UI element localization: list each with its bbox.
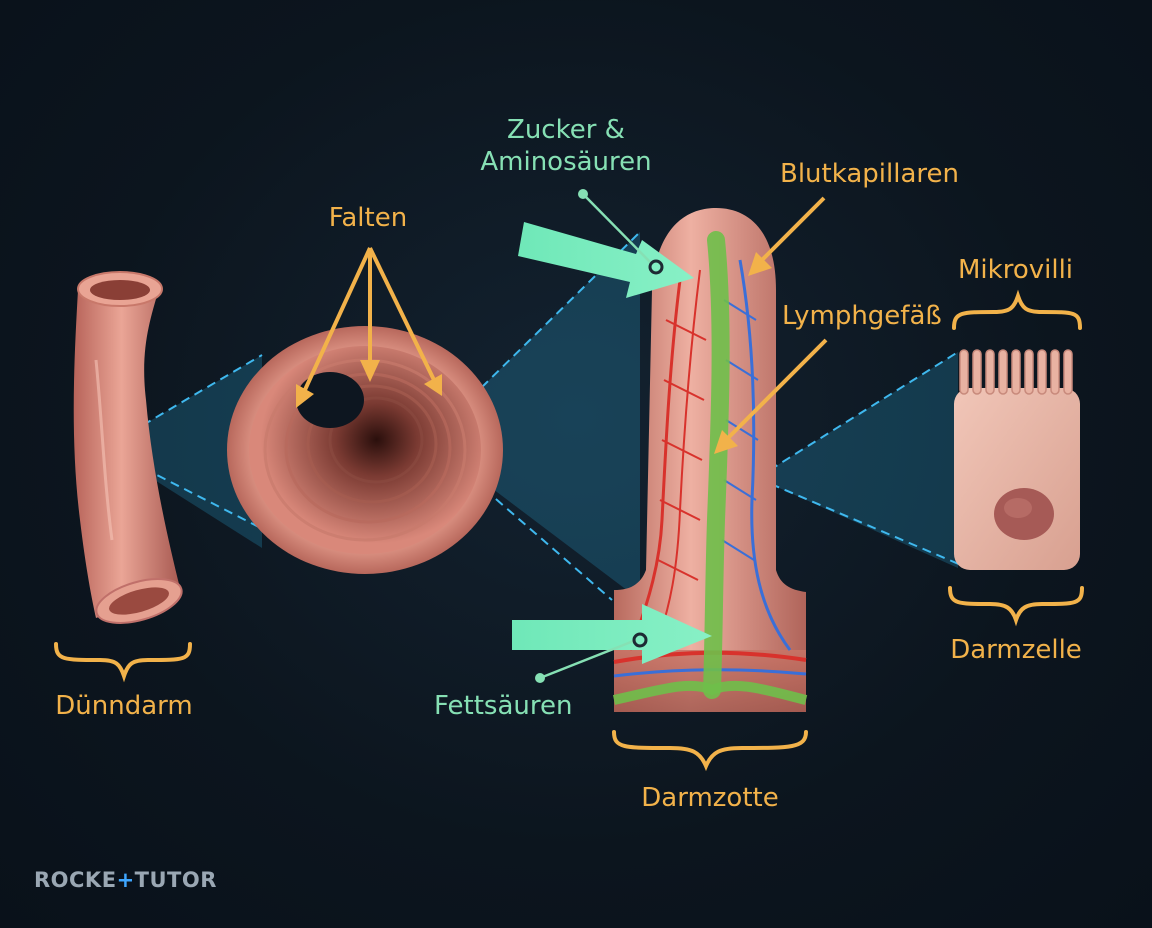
brand-logo: ROCKE+TUTOR <box>34 868 217 892</box>
villus <box>612 208 808 712</box>
label-zucker-line1: Zucker & <box>507 115 625 145</box>
logo-part3: R <box>200 868 217 892</box>
logo-part2: TUTO <box>134 868 201 892</box>
small-intestine-tube <box>73 271 183 624</box>
brace-duenndarm <box>54 642 192 683</box>
falten-arrows <box>296 247 442 408</box>
label-blutkapillaren: Blutkapillaren <box>780 159 959 189</box>
label-fettsaeuren: Fettsäuren <box>434 691 573 721</box>
label-falten: Falten <box>328 203 408 233</box>
blutkapillaren-arrow <box>748 196 826 276</box>
lymphgefaess-arrow <box>714 338 828 454</box>
brace-darmzotte <box>612 730 808 772</box>
label-zucker-line2: Aminosäuren <box>480 147 652 177</box>
label-duenndarm: Dünndarm <box>55 691 193 721</box>
fat-absorption-arrow <box>512 604 712 664</box>
label-darmzotte: Darmzotte <box>641 783 779 813</box>
label-zucker-aminosaeuren: Zucker & Aminosäuren <box>480 114 651 178</box>
intestinal-cell <box>954 349 1080 570</box>
zucker-pointer <box>578 189 664 275</box>
label-mikrovilli: Mikrovilli <box>958 255 1074 285</box>
label-lymphgefaess: Lymphgefäß <box>782 301 942 331</box>
brace-mikrovilli <box>952 289 1082 330</box>
sugar-absorption-arrow <box>518 222 694 298</box>
fett-pointer <box>535 632 648 683</box>
logo-part1: ROCKE <box>34 868 117 892</box>
logo-plus: + <box>116 868 135 892</box>
label-darmzelle: Darmzelle <box>950 635 1082 665</box>
brace-darmzelle <box>948 586 1084 627</box>
zoom-cone-villus-to-cell <box>756 351 969 569</box>
